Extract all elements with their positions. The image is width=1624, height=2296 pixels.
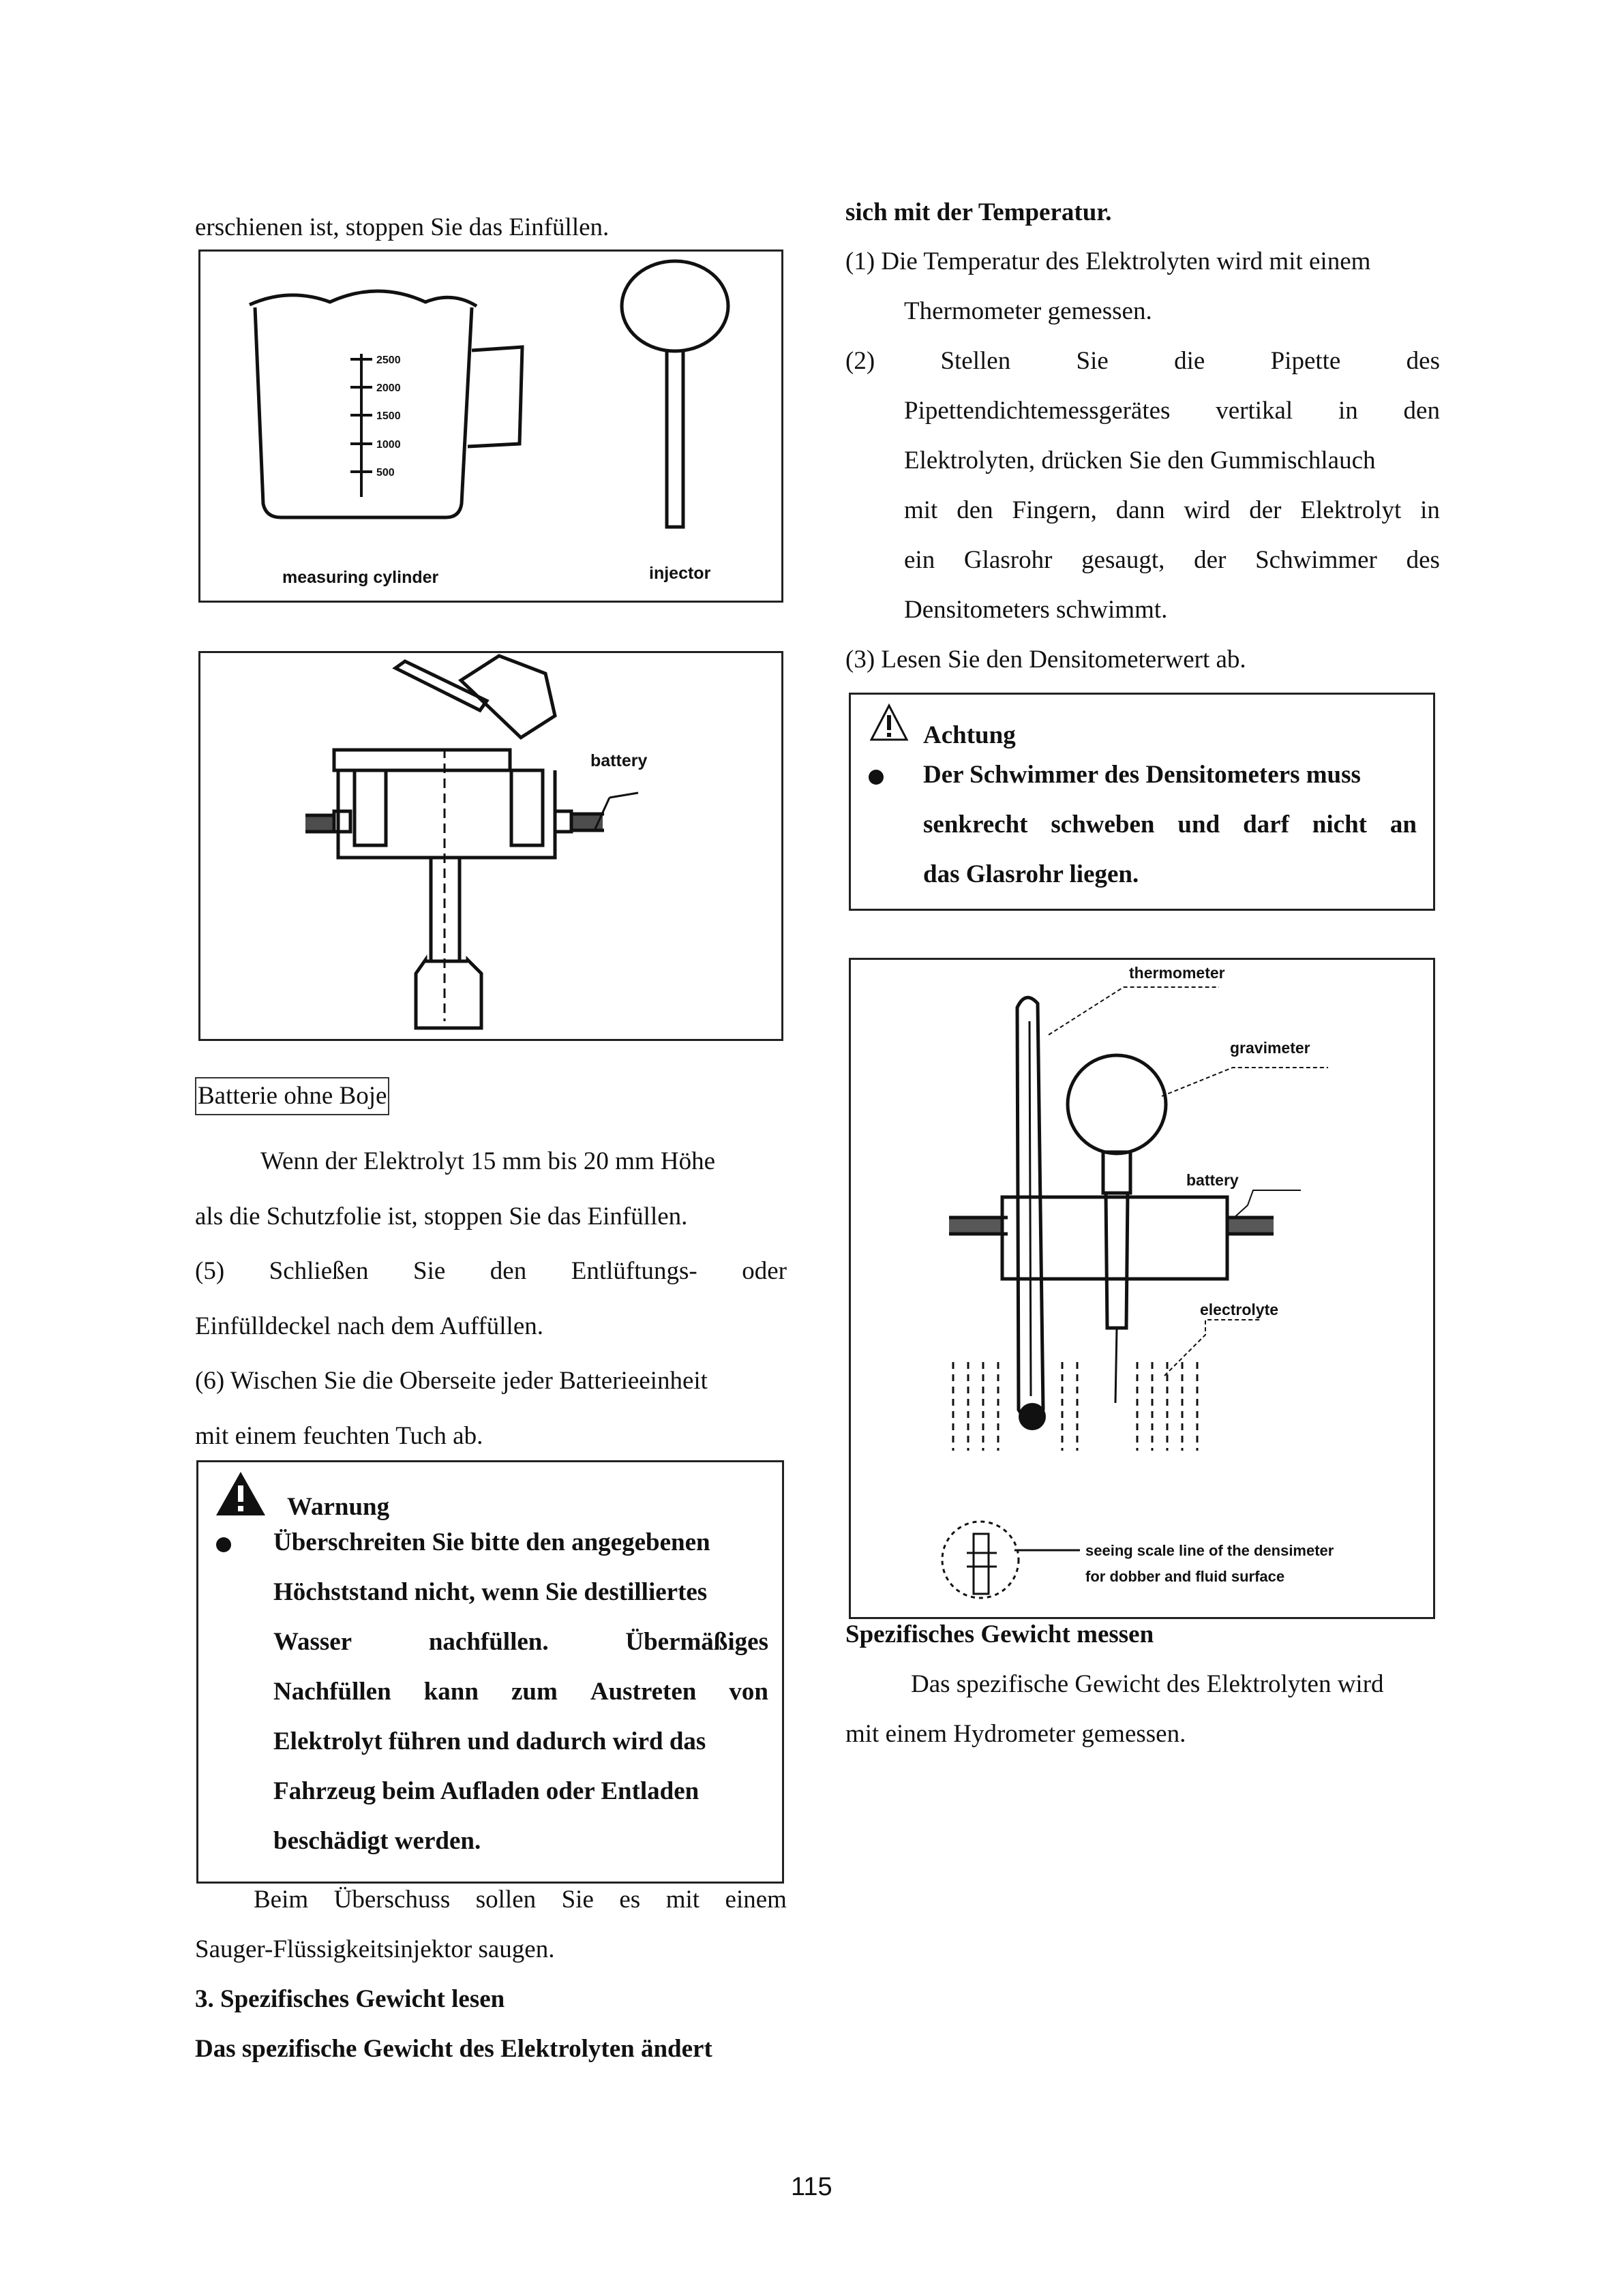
label-battery-fig3: battery	[1186, 1171, 1239, 1189]
caution-box: Achtung Der Schwimmer des Densitometers …	[849, 693, 1435, 911]
warning-line-6: Fahrzeug beim Aufladen oder Entladen	[273, 1777, 700, 1805]
step-5-line-2: Einfülldeckel nach dem Auffüllen.	[195, 1312, 543, 1340]
section-3-heading: 3. Spezifisches Gewicht lesen	[195, 1985, 505, 2013]
label-injector: injector	[649, 564, 711, 583]
measuring-cylinder-drawing: 2500 2000 1500 1000 500	[248, 259, 730, 529]
para-hydrometer-l1: Das spezifische Gewicht des Elektrolyten…	[911, 1670, 1384, 1698]
scale-1000: 1000	[376, 439, 401, 451]
label-measuring-cylinder: measuring cylinder	[282, 568, 439, 587]
warning-line-1: Überschreiten Sie bitte den angegebenen	[273, 1528, 710, 1556]
figure-hydrometer: thermometer gravimeter battery electroly…	[849, 958, 1435, 1619]
warning-triangle-icon	[216, 1472, 265, 1515]
note-scale-line-2: for dobber and fluid surface	[1085, 1568, 1285, 1585]
caution-triangle-icon	[870, 703, 909, 741]
continued-line: sich mit der Temperatur.	[845, 198, 1112, 226]
caution-line-1: Der Schwimmer des Densitometers muss	[923, 761, 1361, 789]
hydrometer-drawing	[941, 986, 1328, 1599]
label-gravimeter: gravimeter	[1230, 1039, 1310, 1057]
step-6-line-2: mit einem feuchten Tuch ab.	[195, 1422, 483, 1450]
caution-line-3: das Glasrohr liegen.	[923, 860, 1139, 888]
caution-title: Achtung	[923, 721, 1016, 749]
scale-2000: 2000	[376, 382, 401, 394]
figure-measuring-cylinder: 2500 2000 1500 1000 500 measuring cylind…	[198, 250, 783, 603]
item-1-line-2: Thermometer gemessen.	[904, 297, 1152, 325]
note-scale-line-1: seeing scale line of the densimeter	[1085, 1542, 1334, 1559]
scale-500: 500	[376, 467, 395, 479]
item-2-line-6: Densitometers schwimmt.	[904, 596, 1168, 624]
item-2-line-3: Elektrolyten, drücken Sie den Gummischla…	[904, 447, 1376, 474]
item-1-line-1: (1) Die Temperatur des Elektrolyten wird…	[845, 247, 1371, 275]
caption-battery-without-float: Batterie ohne Boje	[195, 1077, 390, 1116]
para-hydrometer-l2: mit einem Hydrometer gemessen.	[845, 1720, 1186, 1748]
excess-line-2: Sauger-Flüssigkeitsinjektor saugen.	[195, 1935, 555, 1963]
label-thermometer: thermometer	[1129, 964, 1225, 982]
section-3-subline: Das spezifische Gewicht des Elektrolyten…	[195, 2035, 712, 2063]
intro-line: erschienen ist, stoppen Sie das Einfülle…	[195, 213, 610, 241]
para-electrolyte-height-l1: Wenn der Elektrolyt 15 mm bis 20 mm Höhe	[260, 1147, 716, 1175]
warning-line-2: Höchststand nicht, wenn Sie destillierte…	[273, 1578, 708, 1606]
label-electrolyte: electrolyte	[1200, 1301, 1279, 1318]
page-number: 115	[791, 2173, 832, 2201]
warning-box: Warnung Überschreiten Sie bitte den ange…	[196, 1460, 784, 1884]
scale-2500: 2500	[376, 354, 401, 366]
scale-1500: 1500	[376, 410, 401, 422]
warning-bullet	[216, 1537, 231, 1552]
step-6-line-1: (6) Wischen Sie die Oberseite jeder Batt…	[195, 1367, 708, 1395]
label-battery: battery	[590, 751, 648, 770]
warning-line-5: Elektrolyt führen und dadurch wird das	[273, 1727, 706, 1755]
item-3: (3) Lesen Sie den Densitometerwert ab.	[845, 646, 1246, 674]
caution-bullet	[869, 770, 884, 785]
figure-battery-filling: battery	[198, 651, 783, 1041]
warning-line-7: beschädigt werden.	[273, 1827, 481, 1855]
figure-3-caption: Spezifisches Gewicht messen	[845, 1620, 1154, 1648]
battery-filling-drawing	[305, 654, 639, 1030]
para-electrolyte-height-l2: als die Schutzfolie ist, stoppen Sie das…	[195, 1203, 688, 1230]
warning-title: Warnung	[287, 1493, 390, 1521]
